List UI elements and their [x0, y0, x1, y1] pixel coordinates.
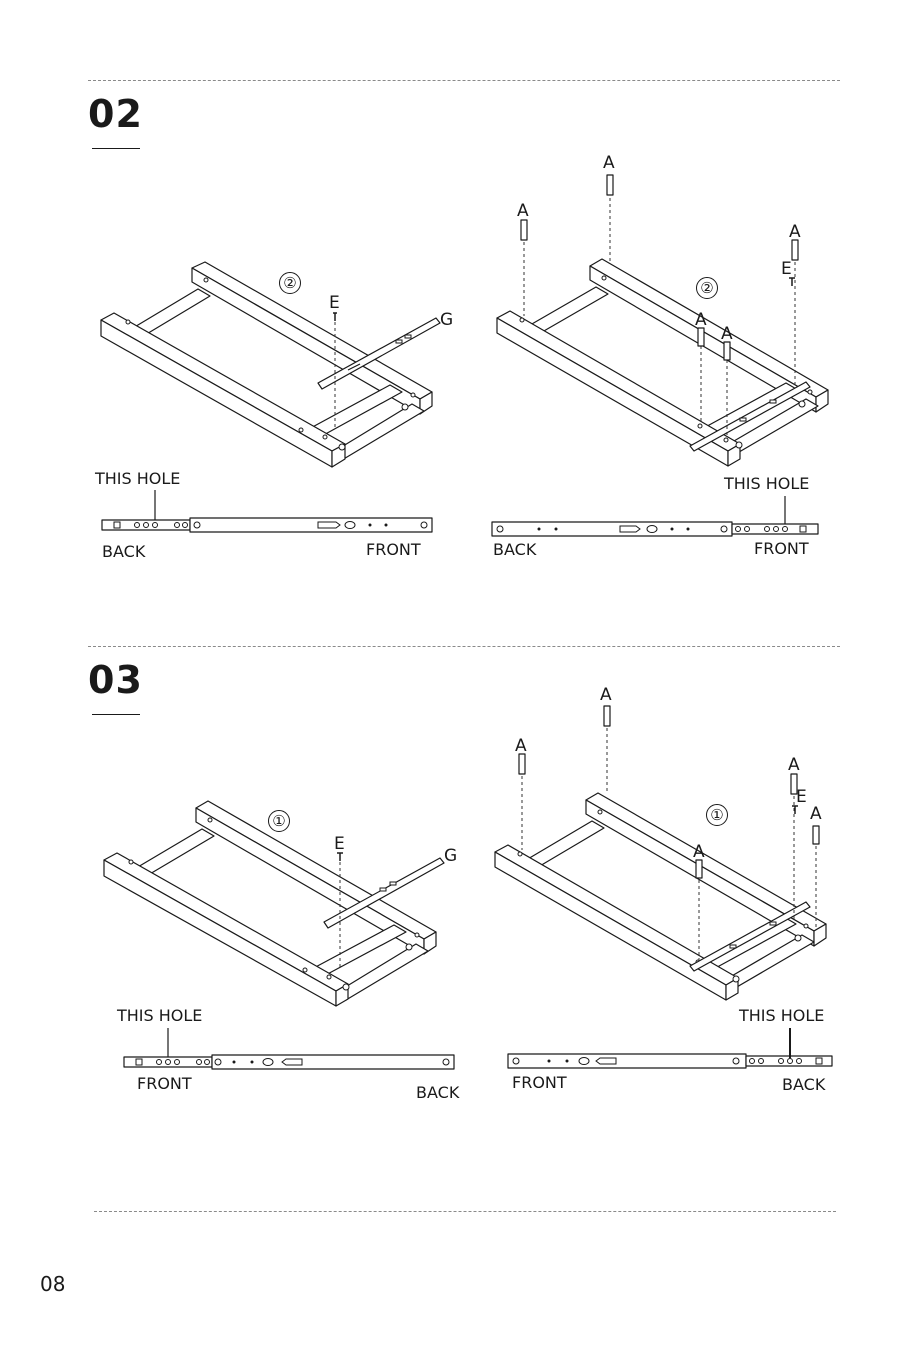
- step02-right-this-hole: THIS HOLE: [724, 474, 809, 493]
- step02-left-part-g: G: [440, 310, 453, 330]
- step03-left-front: FRONT: [137, 1074, 192, 1093]
- step03-right-callout: ①: [706, 804, 728, 826]
- step03-left-part-e: E: [334, 834, 345, 854]
- step03-right-back: BACK: [782, 1075, 825, 1094]
- step02-left-front: FRONT: [366, 540, 421, 559]
- step03-right-part-a3: A: [788, 755, 800, 775]
- step02-right-part-a2: A: [517, 201, 529, 221]
- step03-right-part-e: E: [796, 787, 807, 807]
- step02-right-back: BACK: [493, 540, 536, 559]
- step03-left-slide-strip: [124, 1028, 454, 1069]
- step03-left-callout: ①: [268, 810, 290, 832]
- step02-left-back: BACK: [102, 542, 145, 561]
- step02-right-front: FRONT: [754, 539, 809, 558]
- step03-right-part-a4: A: [810, 804, 822, 824]
- step02-right-part-a5: A: [721, 324, 733, 344]
- step03-right-front: FRONT: [512, 1073, 567, 1092]
- page-number: 08: [40, 1272, 65, 1296]
- step03-right-slide-strip: [508, 1028, 832, 1068]
- step02-left-this-hole: THIS HOLE: [95, 469, 180, 488]
- step02-left-frame: [101, 262, 440, 467]
- step02-right-part-e: E: [781, 259, 792, 279]
- step02-right-part-a1: A: [603, 153, 615, 173]
- step03-right-part-a1: A: [600, 685, 612, 705]
- step03-left-back: BACK: [416, 1083, 459, 1102]
- step02-right-part-a4: A: [695, 310, 707, 330]
- step02-left-slide-strip: [102, 490, 432, 532]
- step03-right-frame: [495, 706, 826, 1000]
- step03-right-this-hole: THIS HOLE: [739, 1006, 824, 1025]
- step03-left-this-hole: THIS HOLE: [117, 1006, 202, 1025]
- step03-left-frame: [104, 801, 444, 1006]
- step03-right-part-a2: A: [515, 736, 527, 756]
- step02-left-callout: ②: [279, 272, 301, 294]
- step03-right-part-a5: A: [693, 842, 705, 862]
- step02-right-callout: ②: [696, 277, 718, 299]
- step02-right-frame: [497, 175, 828, 466]
- step02-right-part-a3: A: [789, 222, 801, 242]
- step03-left-part-g: G: [444, 846, 457, 866]
- step02-right-slide-strip: [492, 496, 818, 536]
- step02-left-part-e: E: [329, 293, 340, 313]
